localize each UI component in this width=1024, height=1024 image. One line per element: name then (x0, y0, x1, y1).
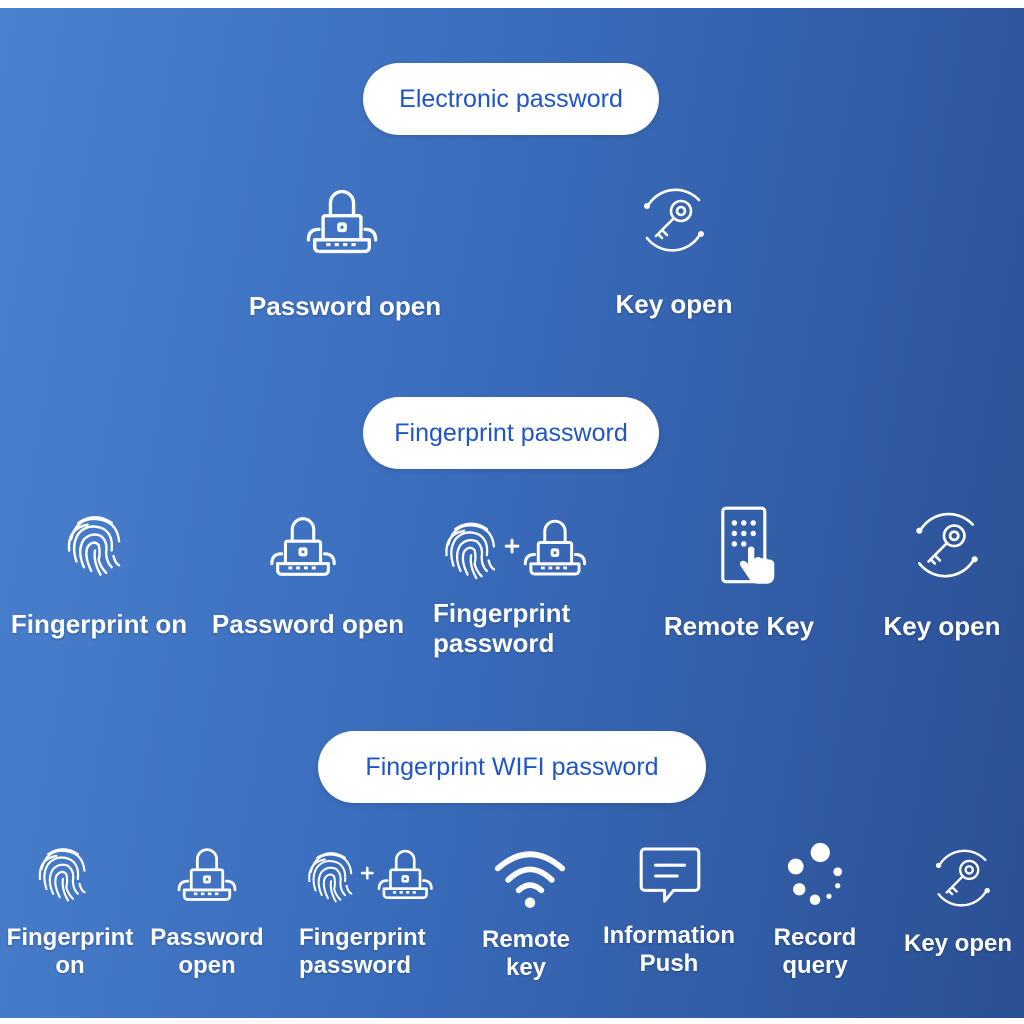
feature-label-line: Fingerprint (433, 598, 571, 628)
key-circle-icon (926, 842, 998, 914)
feature-label: Fingerprint on (7, 924, 134, 980)
fingerprint-icon (58, 508, 132, 582)
section-title-fingerprint: Fingerprint password (363, 397, 659, 469)
feature-label: Key open (615, 289, 733, 319)
feature-label-line: password (433, 628, 555, 658)
feature-label-line: Fingerprint (6, 924, 134, 951)
feature-label-line: Information (603, 922, 735, 949)
feature-label: Fingerprint password (299, 924, 426, 980)
feature-label-line: password (299, 952, 412, 979)
feature-label: Remote Key (663, 611, 815, 641)
feature-label-line: Remote (481, 926, 571, 953)
padlock-keypad-icon (172, 840, 242, 910)
fingerprint-icon (30, 841, 96, 907)
wifi-icon (492, 840, 568, 916)
message-icon (634, 840, 706, 912)
feature-label: Record query (774, 924, 857, 980)
feature-label-line: Push (639, 950, 699, 977)
section-title-text: Fingerprint password (394, 418, 628, 447)
feature-label: Remote key (482, 926, 570, 982)
feature-label: Password open (248, 291, 442, 321)
feature-label-line: on (55, 952, 85, 979)
feature-label-line: Password (150, 924, 264, 951)
fingerprint-plus-lock-icon (436, 511, 592, 589)
feature-label-line: open (178, 952, 236, 979)
phone-touch-icon (706, 504, 790, 588)
key-circle-icon (905, 504, 987, 586)
dots-circle-icon (780, 842, 850, 912)
feature-label: Password open (211, 609, 405, 639)
section-title-electronic: Electronic password (363, 63, 659, 135)
key-circle-icon (633, 180, 713, 260)
feature-label-line: Fingerprint (299, 924, 426, 951)
feature-label: Information Push (603, 922, 735, 978)
feature-label: Fingerprint on (10, 609, 188, 639)
feature-label: Key open (883, 611, 1001, 641)
feature-canvas: Electronic password Password open Key op… (0, 8, 1024, 1018)
feature-label: Key open (903, 930, 1013, 957)
feature-label-line: key (505, 954, 547, 981)
feature-label: Fingerprint password (433, 598, 570, 658)
section-title-text: Fingerprint WIFI password (365, 752, 659, 781)
padlock-keypad-icon (300, 180, 384, 264)
padlock-keypad-icon (264, 508, 342, 586)
feature-label-line: query (782, 952, 848, 979)
feature-label: Password open (150, 924, 263, 980)
section-title-text: Electronic password (399, 84, 623, 113)
fingerprint-plus-lock-icon (300, 842, 438, 911)
section-title-fingerprint-wifi: Fingerprint WIFI password (318, 731, 706, 803)
feature-label-line: Record (773, 924, 857, 951)
